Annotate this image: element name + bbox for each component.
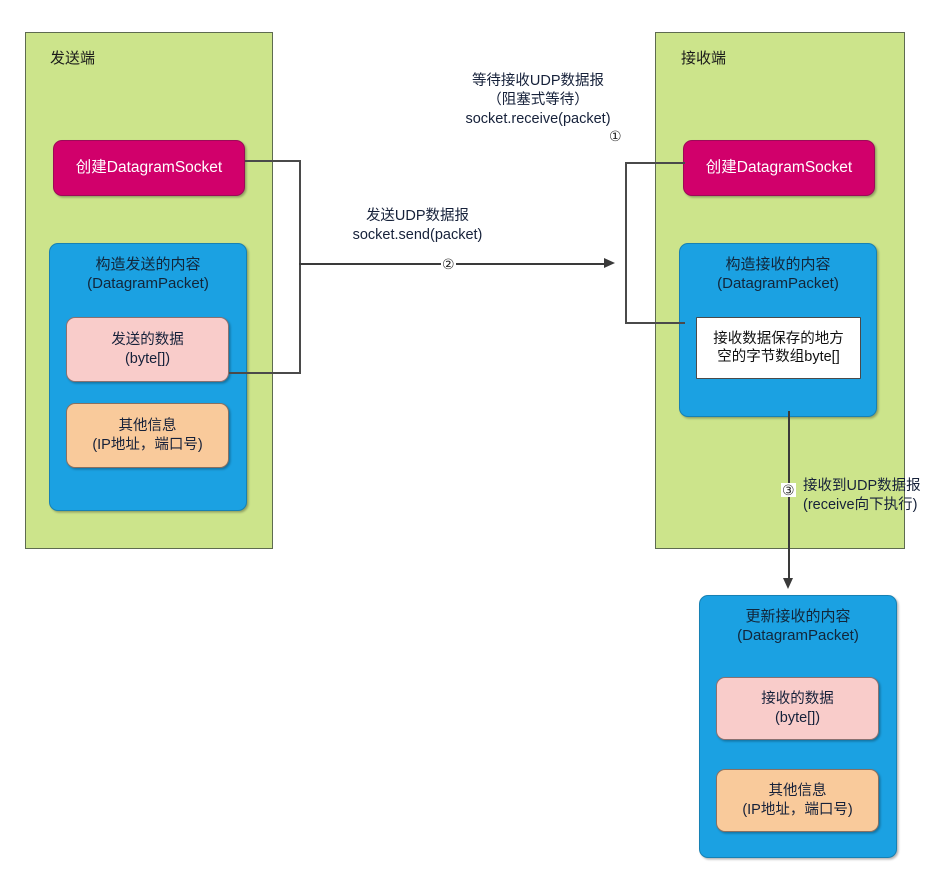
sender-bracket-top-line [245, 160, 301, 162]
sender-other-info-box: 其他信息 (IP地址，端口号) [66, 403, 229, 468]
receiver-create-socket-box: 创建DatagramSocket [683, 140, 875, 196]
sender-other-line2: (IP地址，端口号) [92, 436, 203, 453]
sender-data-box: 发送的数据 (byte[]) [66, 317, 229, 382]
receiver-bracket-top-line [625, 162, 685, 164]
send-step-marker: ② [441, 256, 456, 272]
sender-other-line1: 其他信息 [118, 418, 177, 435]
receiver-other-info-box: 其他信息 (IP地址，端口号) [716, 769, 879, 832]
sender-bracket-bottom-line [229, 372, 301, 374]
receiver-recv-data-line1: 接收的数据 [761, 691, 834, 708]
receiver-other-line1: 其他信息 [768, 783, 827, 800]
receiver-buffer-box: 接收数据保存的地方 空的字节数组byte[] [696, 317, 861, 379]
receiver-buffer-line2: 空的字节数组byte[] [717, 349, 840, 365]
sender-panel-title: 发送端 [50, 50, 96, 67]
send-arrow-head-icon [604, 258, 615, 268]
receive-step-marker: ① [608, 128, 623, 144]
sender-bracket-vertical-line [299, 160, 301, 373]
sender-create-socket-box: 创建DatagramSocket [53, 140, 245, 196]
received-annotation-label: 接收到UDP数据报 (receive向下执行) [803, 477, 921, 515]
sender-create-socket-label: 创建DatagramSocket [75, 159, 223, 177]
receiver-other-line2: (IP地址，端口号) [742, 801, 853, 818]
receiver-create-socket-label: 创建DatagramSocket [705, 159, 853, 177]
received-annotation-line1: 接收到UDP数据报 [803, 478, 921, 494]
received-annotation-line2: (receive向下执行) [803, 497, 918, 514]
receive-annotation-line3: socket.receive(packet) [465, 111, 611, 128]
receive-down-arrow-head-icon [783, 578, 793, 589]
receiver-recv-data-line2: (byte[]) [774, 709, 821, 726]
receiver-packet-title-line2: (DatagramPacket) [717, 274, 839, 292]
receiver-buffer-line1: 接收数据保存的地方 [713, 330, 844, 347]
sender-data-line1: 发送的数据 [111, 332, 184, 349]
receive-annotation-line1: 等待接收UDP数据报 [471, 73, 605, 89]
receiver-received-data-box: 接收的数据 (byte[]) [716, 677, 879, 740]
send-annotation-line1: 发送UDP数据报 [365, 208, 470, 224]
receive-annotation-line2: （阻塞式等待） [487, 92, 589, 109]
sender-packet-title-line2: (DatagramPacket) [87, 274, 209, 292]
receive-annotation-label: 等待接收UDP数据报 （阻塞式等待） socket.receive(packet… [455, 72, 621, 129]
receiver-packet-title-line1: 构造接收的内容 [725, 256, 831, 273]
received-step-marker: ③ [781, 482, 796, 498]
sender-packet-title-line1: 构造发送的内容 [95, 256, 201, 273]
receiver-update-title-line1: 更新接收的内容 [745, 608, 851, 625]
receiver-bracket-vertical-line [625, 162, 627, 323]
receiver-bracket-bottom-line [625, 322, 685, 324]
receiver-update-title-line2: (DatagramPacket) [737, 626, 859, 644]
sender-data-line2: (byte[]) [124, 350, 171, 367]
send-annotation-line2: socket.send(packet) [352, 227, 483, 244]
receiver-panel-title: 接收端 [681, 50, 727, 67]
send-annotation-label: 发送UDP数据报 socket.send(packet) [305, 207, 530, 245]
